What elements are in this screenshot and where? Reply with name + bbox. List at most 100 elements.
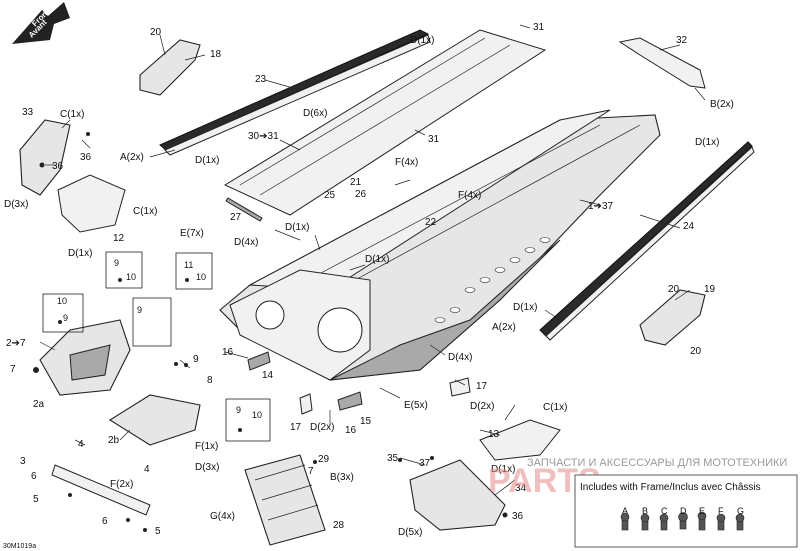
callout-36b: 36 (52, 161, 64, 172)
callout-7a: 7 (10, 364, 16, 375)
cooler-28 (244, 454, 326, 546)
callout-4b: 4 (144, 464, 150, 475)
callout-20a: 20 (150, 27, 162, 38)
callout-10b: 10 (196, 272, 206, 282)
callout-e7x: E(7x) (180, 228, 204, 239)
bracket-18 (139, 39, 201, 96)
callout-33: 33 (22, 107, 34, 118)
callout-9d: 9 (193, 354, 199, 365)
callout-21: 21 (350, 177, 362, 188)
callout-1-37: 1➔37 (588, 201, 614, 212)
callout-22: 22 (425, 217, 437, 228)
legend-letter-b: B (642, 506, 648, 516)
fastener-box-9-10b (225, 398, 271, 442)
leader-lines (39, 24, 706, 496)
callout-16a: 16 (222, 347, 234, 358)
callout-a2x-b: A(2x) (492, 322, 516, 333)
callout-34: 34 (515, 483, 527, 494)
callout-26: 26 (355, 189, 367, 200)
callout-31b: 31 (428, 134, 440, 145)
diagram-code: 30M1019a (3, 543, 36, 550)
callout-37: 37 (419, 458, 431, 469)
callout-c1x-c: C(1x) (543, 402, 567, 413)
callout-d1x-left2: D(1x) (68, 248, 92, 259)
callout-d1x-f: D(1x) (491, 464, 515, 475)
callout-24: 24 (683, 221, 695, 232)
footrest-3 (51, 464, 151, 516)
bracket-19 (639, 289, 706, 346)
callout-d1x-top: D(1x) (410, 35, 434, 46)
legend-letter-c: C (661, 506, 668, 516)
callout-8: 8 (207, 375, 213, 386)
callout-10a: 10 (126, 272, 136, 282)
callout-d1x-d: D(1x) (365, 254, 389, 265)
callout-9e: 9 (236, 405, 241, 415)
callout-6b: 6 (102, 516, 108, 527)
callout-d6x: D(6x) (303, 108, 327, 119)
shield-12 (57, 174, 126, 233)
callout-c1x-tl: C(1x) (60, 109, 84, 120)
callout-5a: 5 (33, 494, 39, 505)
callout-11: 11 (184, 260, 193, 270)
callout-16b: 16 (345, 425, 357, 436)
callout-13: 13 (488, 429, 500, 440)
legend-letter-f: F (718, 506, 724, 516)
callout-3: 3 (20, 456, 26, 467)
callout-23: 23 (255, 74, 267, 85)
fastener-dots (33, 132, 508, 532)
callout-14: 14 (262, 370, 274, 381)
legend-letter-a: A (622, 506, 628, 516)
callout-f2x: F(2x) (110, 479, 133, 490)
callout-d3x-left: D(3x) (4, 199, 28, 210)
callout-31a: 31 (533, 22, 545, 33)
fastener-box-11-10 (175, 252, 213, 290)
tunnel-vent-slots (434, 237, 551, 323)
rear-part-37 (409, 459, 506, 531)
callout-30-31: 30➔31 (248, 131, 279, 142)
callout-d1x-e: D(1x) (513, 302, 537, 313)
fastener-box-10-9 (42, 293, 84, 333)
callout-7b: 7 (308, 466, 314, 477)
bar-27 (225, 197, 263, 222)
legend-fastener-icons (620, 511, 745, 531)
callout-17b: 17 (290, 422, 302, 433)
callout-36c: 36 (512, 511, 524, 522)
callout-29: 29 (318, 454, 330, 465)
callout-15: 15 (360, 416, 372, 427)
legend-letter-e: E (699, 506, 705, 516)
legend-letter-d: D (680, 506, 687, 516)
legend-box (574, 474, 798, 548)
callout-f4x-b: F(4x) (458, 190, 481, 201)
callout-d4x-a: D(4x) (234, 237, 258, 248)
callout-g4x: G(4x) (210, 511, 235, 522)
legend-title: Includes with Frame/Inclus avec Châssis (580, 482, 761, 493)
callout-d4x-b: D(4x) (448, 352, 472, 363)
callout-2a: 2a (33, 399, 45, 410)
callout-d1x-right: D(1x) (695, 137, 719, 148)
callout-labels: 20 18 23 31 D(1x) 32 B(2x) 33 C(1x) 36 3… (4, 22, 734, 538)
callout-d1x-c: D(1x) (285, 222, 309, 233)
tunnel-top-cover (223, 29, 547, 216)
callout-a2x: A(2x) (120, 152, 144, 163)
callout-19: 19 (704, 284, 716, 295)
callout-b3x: B(3x) (330, 472, 354, 483)
fastener-box-grid (132, 297, 172, 347)
callout-17a: 17 (476, 381, 488, 392)
callout-d1x-a: D(1x) (195, 155, 219, 166)
part-13 (479, 419, 561, 461)
watermark-text: ЗАПЧАСТИ И АКСЕССУАРЫ ДЛЯ МОТОТЕХНИКИ (527, 457, 787, 469)
plate-17b (449, 377, 471, 397)
callout-35: 35 (387, 453, 399, 464)
frame-includes-legend: Includes with Frame/Inclus avec Châssis … (574, 474, 798, 548)
callout-20c: 20 (690, 346, 702, 357)
callout-d2x-a: D(2x) (470, 401, 494, 412)
callout-9b: 9 (63, 313, 68, 323)
callout-10d: 10 (252, 410, 262, 420)
slide-rail-left (159, 29, 430, 151)
lower-support (108, 394, 201, 446)
callout-c1x-b: C(1x) (133, 206, 157, 217)
callout-d5x: D(5x) (398, 527, 422, 538)
callout-28: 28 (333, 520, 345, 531)
callout-b2x: B(2x) (710, 99, 734, 110)
